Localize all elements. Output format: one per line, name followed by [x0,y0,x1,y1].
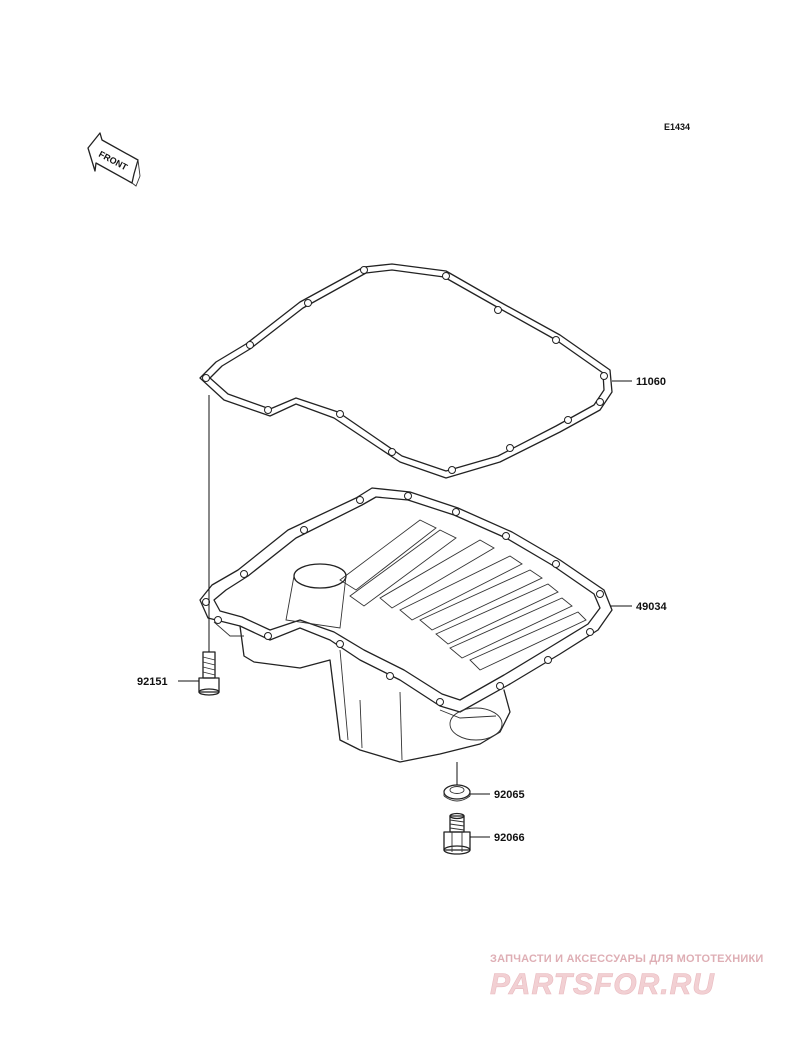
callout-11060: 11060 [636,376,666,388]
diagram-code: E1434 [664,122,690,132]
callout-92065: 92065 [494,789,525,801]
watermark-tagline: ЗАПЧАСТИ И АКСЕССУАРЫ ДЛЯ МОТОТЕХНИКИ [490,953,763,965]
watermark: ЗАПЧАСТИ И АКСЕССУАРЫ ДЛЯ МОТОТЕХНИКИ PA… [490,953,764,1001]
callout-92151: 92151 [137,676,168,688]
gasket-11060 [199,263,613,479]
leader-lines [178,380,632,838]
washer-92065 [443,784,471,802]
watermark-logo: PARTSFOR.RU [490,968,715,1001]
drain-plug-92066 [443,812,471,855]
callout-92066: 92066 [494,832,525,844]
callout-49034: 49034 [636,601,667,613]
bolt-92151 [198,651,220,696]
front-arrow-icon: FRONT [87,132,141,187]
oil-pan-49034 [199,487,613,763]
